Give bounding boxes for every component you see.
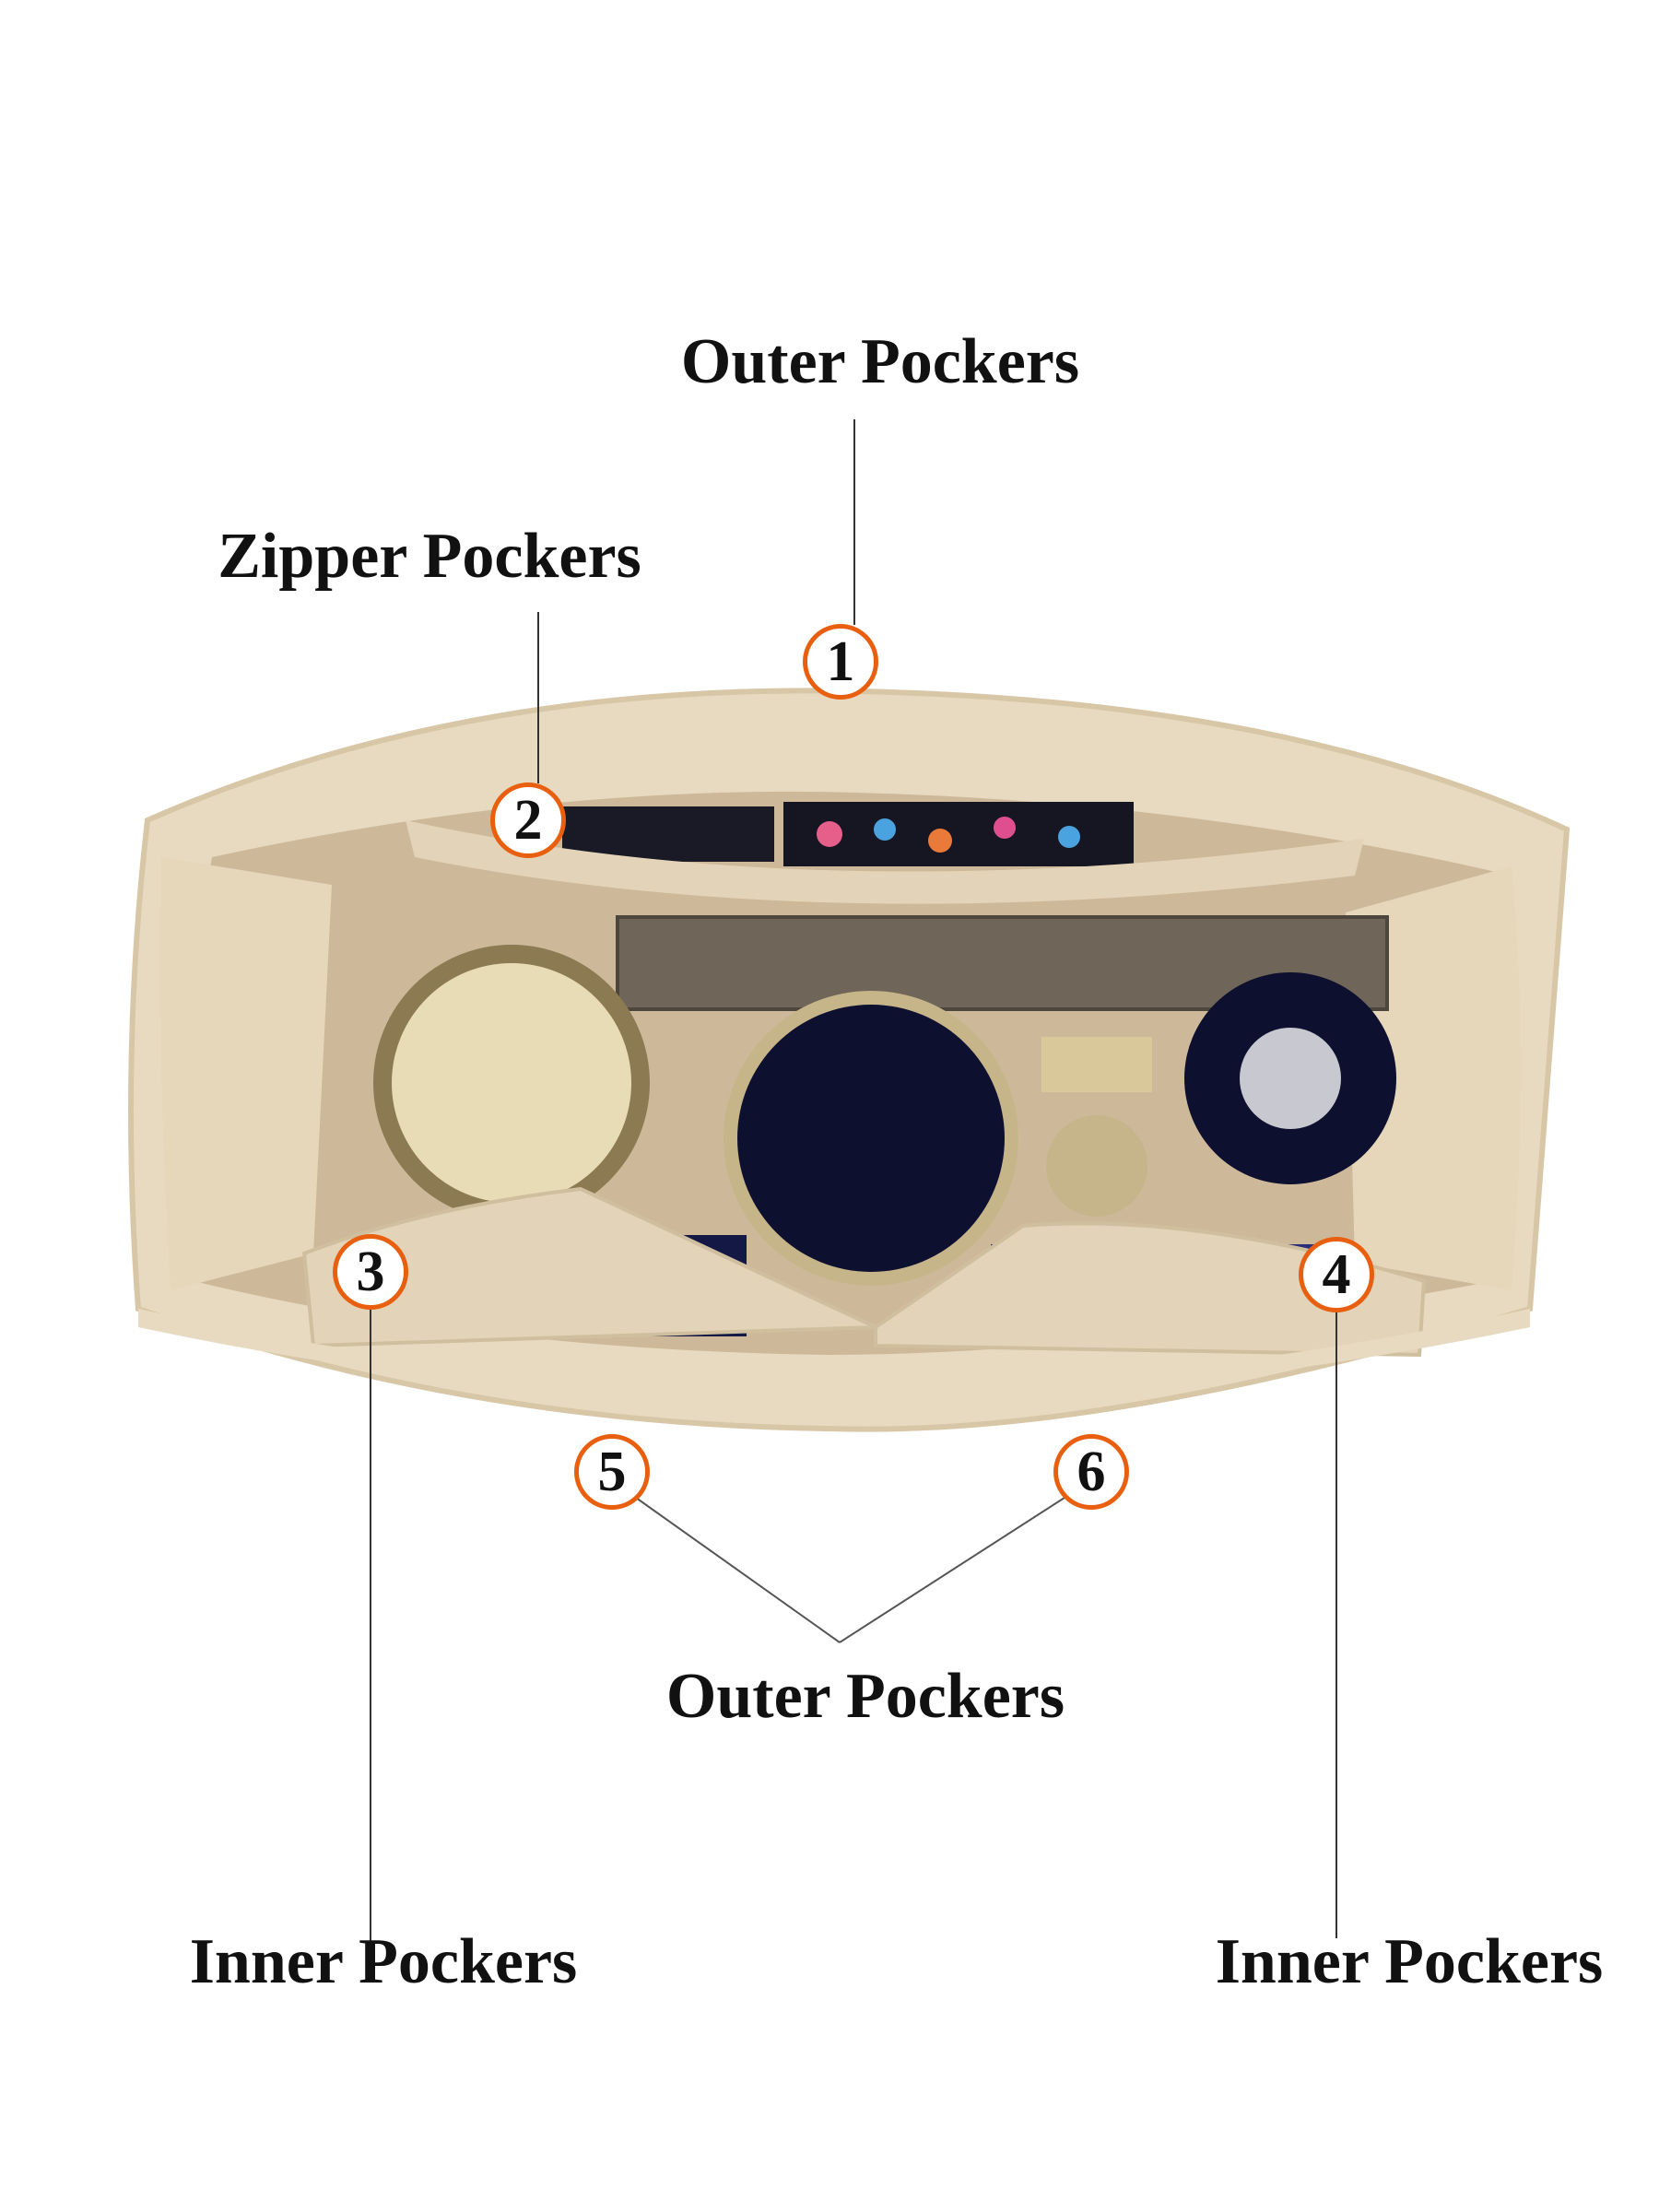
- inner-pocket-front-left: [301, 1186, 877, 1348]
- zipper-pocket-item-dark: [562, 806, 774, 862]
- small-tube-item: [1041, 1037, 1152, 1092]
- badge-2: 2: [490, 782, 566, 858]
- badge-1: 1: [803, 624, 878, 700]
- badge-4: 4: [1299, 1237, 1374, 1312]
- leader-line-6: [839, 1497, 1065, 1643]
- outer-pockets-bottom-label: Outer Pockers: [665, 1661, 1065, 1732]
- badge-3: 3: [333, 1234, 408, 1310]
- outer-pockets-top-label: Outer Pockers: [680, 326, 1080, 397]
- badge-6: 6: [1053, 1434, 1129, 1510]
- inner-pockets-left-label: Inner Pockers: [189, 1926, 578, 1997]
- leader-line-5: [635, 1497, 841, 1643]
- zipper-pocket-flap: [406, 820, 1364, 904]
- badge-5: 5: [574, 1434, 650, 1510]
- front-rim: [138, 1309, 1530, 1401]
- right-side-panel: [1346, 866, 1521, 1290]
- zipper-pockets-label: Zipper Pockers: [218, 521, 641, 592]
- small-cap-item: [1046, 1115, 1147, 1217]
- inner-pockets-right-label: Inner Pockers: [1215, 1926, 1604, 1997]
- inner-pocket-front-right: [874, 1221, 1427, 1358]
- left-side-panel: [159, 857, 332, 1290]
